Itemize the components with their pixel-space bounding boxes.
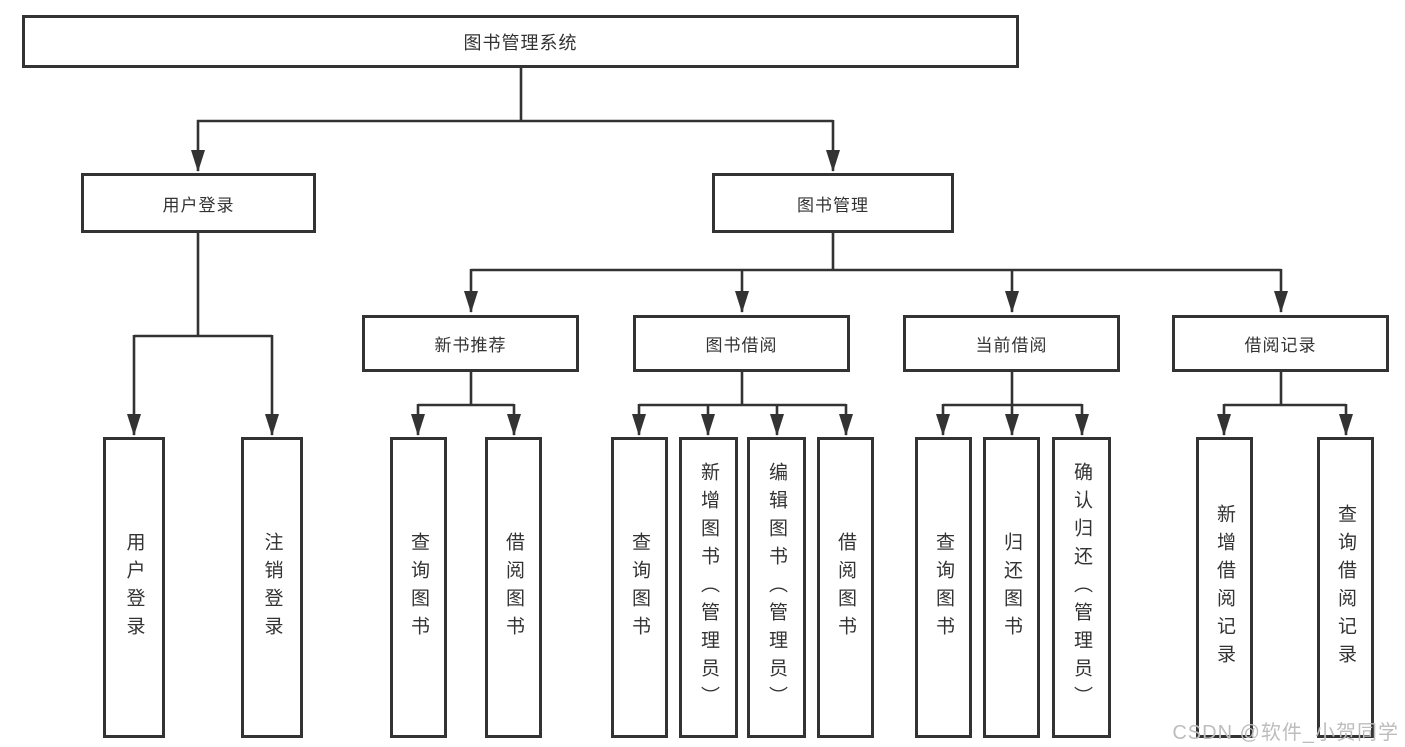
- leaf-user-login-label: 用户登录: [123, 531, 145, 644]
- leaf-logout-label: 注销登录: [261, 531, 283, 644]
- leaf-nb-borrow-books: 借阅图书: [485, 437, 542, 738]
- node-borrowing-records: 借阅记录: [1172, 315, 1389, 372]
- leaf-bw-query-books: 查询图书: [611, 437, 668, 738]
- leaf-nb-query-books-label: 查询图书: [408, 531, 429, 644]
- leaf-bw-edit-books-admin: 编辑图书（管理员）: [747, 437, 806, 738]
- leaf-cur-confirm-return-admin: 确认归还（管理员）: [1052, 437, 1111, 738]
- node-root-system: 图书管理系统: [22, 15, 1019, 68]
- node-new-book-recommend: 新书推荐: [362, 315, 579, 372]
- csdn-watermark: CSDN @软件_小贺同学: [1172, 722, 1399, 744]
- leaf-rec-query-record-label: 查询借阅记录: [1335, 503, 1356, 672]
- leaf-bw-query-books-label: 查询图书: [629, 531, 650, 644]
- leaf-bw-borrow-books-label: 借阅图书: [835, 531, 856, 644]
- leaf-cur-return-books-label: 归还图书: [1001, 531, 1022, 644]
- leaf-rec-add-record-label: 新增借阅记录: [1214, 503, 1235, 672]
- leaf-logout: 注销登录: [241, 437, 303, 738]
- leaf-nb-borrow-books-label: 借阅图书: [503, 531, 524, 644]
- leaf-bw-borrow-books: 借阅图书: [817, 437, 874, 738]
- leaf-nb-query-books: 查询图书: [390, 437, 447, 738]
- leaf-rec-query-record: 查询借阅记录: [1317, 437, 1374, 738]
- leaf-cur-confirm-return-admin-label: 确认归还（管理员）: [1071, 461, 1092, 714]
- leaf-bw-add-books-admin: 新增图书（管理员）: [679, 437, 738, 738]
- leaf-bw-edit-books-admin-label: 编辑图书（管理员）: [766, 461, 787, 714]
- leaf-cur-query-books-label: 查询图书: [933, 531, 954, 644]
- leaf-rec-add-record: 新增借阅记录: [1196, 437, 1253, 738]
- node-user-login-branch: 用户登录: [81, 173, 316, 233]
- node-book-borrowing: 图书借阅: [633, 315, 850, 372]
- node-current-borrowing: 当前借阅: [903, 315, 1120, 372]
- leaf-cur-return-books: 归还图书: [983, 437, 1040, 738]
- leaf-bw-add-books-admin-label: 新增图书（管理员）: [698, 461, 719, 714]
- leaf-user-login: 用户登录: [103, 437, 165, 738]
- leaf-cur-query-books: 查询图书: [915, 437, 972, 738]
- node-book-management-branch: 图书管理: [712, 173, 954, 233]
